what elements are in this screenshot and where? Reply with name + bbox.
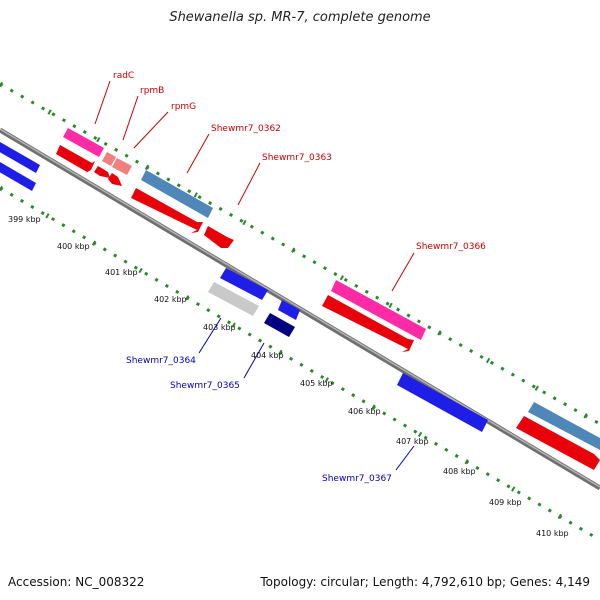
outer-major-ticks [0, 81, 600, 427]
gene-shewmr7-0363[interactable] [204, 226, 234, 248]
gene-red-1[interactable] [56, 145, 95, 174]
gene-label-shewmr7-0364: Shewmr7_0364 [126, 356, 196, 366]
gene-red-0366[interactable] [322, 295, 414, 352]
gene-rpmG[interactable] [112, 158, 132, 175]
kbp-label: 408 kbp [443, 467, 476, 476]
gene-label-shewmr7-0363: Shewmr7_0363 [262, 153, 332, 163]
kbp-label: 405 kbp [300, 379, 333, 388]
gene-right-red[interactable] [516, 416, 600, 470]
gene-label-shewmr7-0362: Shewmr7_0362 [211, 124, 281, 134]
top-leader-lines [94, 80, 415, 292]
accession-text: Accession: NC_008322 [8, 575, 145, 589]
kbp-labels: 399 kbp 400 kbp 401 kbp 402 kbp 403 kbp … [8, 215, 569, 538]
gene-label-shewmr7-0367: Shewmr7_0367 [322, 474, 392, 484]
kbp-label: 401 kbp [105, 268, 138, 277]
gene-red-0362[interactable] [131, 188, 203, 233]
gene-shewmr7-0367[interactable] [397, 373, 488, 432]
gene-shewmr7-0364[interactable] [208, 282, 259, 316]
genome-backbone-highlight [0, 128, 600, 488]
genome-backbone [0, 127, 600, 491]
gene-small-red-2[interactable] [108, 173, 122, 186]
gene-shewmr7-0362[interactable] [141, 170, 213, 218]
gene-small-red-1[interactable] [94, 166, 110, 178]
inner-major-ticks [0, 185, 600, 543]
kbp-label: 407 kbp [396, 437, 429, 446]
genome-summary-text: Topology: circular; Length: 4,792,610 bp… [260, 575, 590, 589]
outer-tick-line [0, 82, 600, 426]
gene-label-rpmG: rpmG [171, 102, 196, 112]
gene-label-rpmB: rpmB [140, 86, 164, 96]
gene-left-reverse-2[interactable] [0, 162, 36, 191]
gene-label-shewmr7-0366: Shewmr7_0366 [416, 242, 486, 252]
gene-label-shewmr7-0365: Shewmr7_0365 [170, 381, 240, 391]
kbp-label: 402 kbp [154, 295, 187, 304]
kbp-label: 404 kbp [251, 351, 284, 360]
gene-rpmB[interactable] [102, 152, 116, 166]
gene-label-radC: radC [113, 71, 134, 81]
kbp-label: 409 kbp [489, 498, 522, 507]
gene-blue-0364-top[interactable] [220, 268, 268, 300]
kbp-label: 406 kbp [348, 407, 381, 416]
gene-blue-0365-top[interactable] [278, 300, 300, 320]
kbp-label: 410 kbp [536, 529, 569, 538]
map-title: Shewanella sp. MR-7, complete genome [169, 10, 431, 25]
kbp-label: 399 kbp [8, 215, 41, 224]
gene-radC[interactable] [63, 128, 104, 157]
kbp-label: 400 kbp [57, 242, 90, 251]
gene-labels-bottom: Shewmr7_0364 Shewmr7_0365 Shewmr7_0367 [126, 356, 392, 484]
gene-left-reverse-1[interactable] [0, 142, 40, 173]
gene-shewmr7-0365[interactable] [264, 313, 295, 337]
gene-right-steel[interactable] [528, 402, 600, 450]
gene-labels-top: radC rpmB rpmG Shewmr7_0362 Shewmr7_0363… [113, 71, 486, 252]
kbp-label: 403 kbp [203, 323, 236, 332]
bottom-leader-lines [198, 317, 415, 471]
gene-shewmr7-0366[interactable] [331, 280, 426, 340]
